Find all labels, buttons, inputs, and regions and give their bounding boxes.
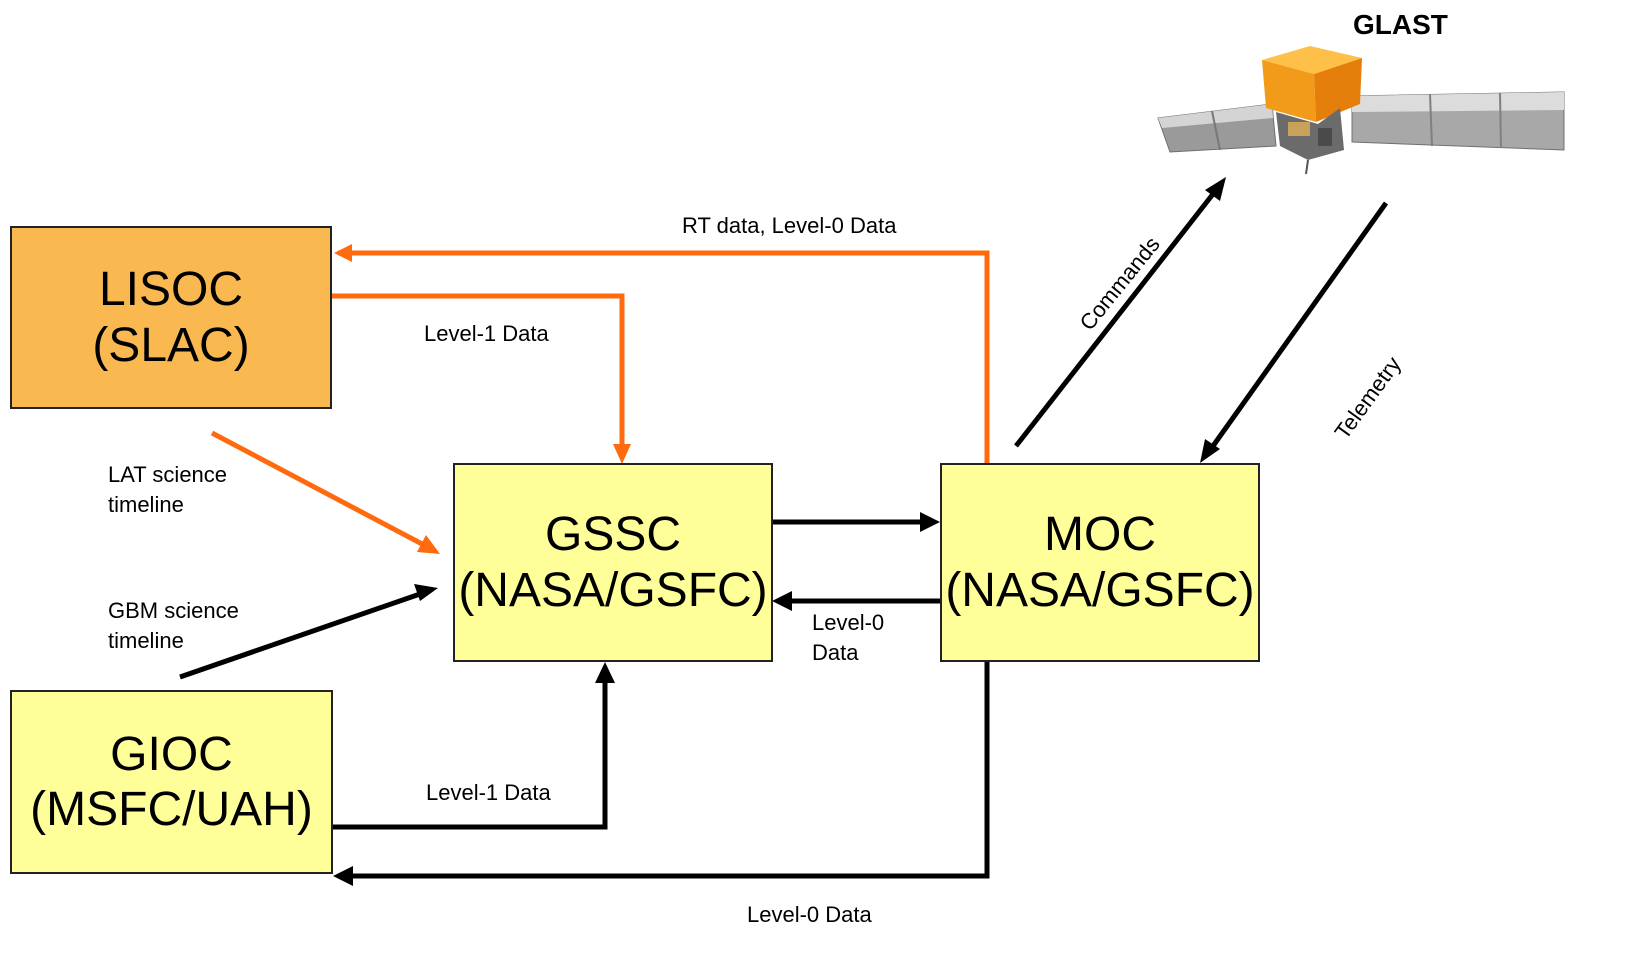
arrowhead-commands <box>1205 177 1226 201</box>
arrow-commands <box>1014 192 1215 448</box>
node-gioc: GIOC (MSFC/UAH) <box>10 690 333 874</box>
label-level0-moc-gioc: Level-0 Data <box>747 902 872 927</box>
arrowhead-lat-timeline <box>417 535 440 554</box>
label-rt-data: RT data, Level-0 Data <box>682 213 897 238</box>
node-moc-name: MOC <box>1044 508 1156 562</box>
node-gioc-name: GIOC <box>110 727 233 781</box>
node-gssc-org: (NASA/GSFC) <box>458 563 768 617</box>
label-gbm-timeline-line2: timeline <box>108 627 184 653</box>
arrow-gioc-to-gssc <box>332 680 608 830</box>
label-lat-timeline: LAT science timeline <box>108 460 227 519</box>
arrow-moc-to-lisoc <box>338 250 990 464</box>
arrowhead-gbm-timeline <box>414 584 438 601</box>
arrowhead-gioc-right <box>333 866 353 886</box>
node-gssc-name: GSSC <box>544 508 682 562</box>
node-gioc-org: (MSFC/UAH) <box>30 783 313 836</box>
arrowhead-gssc-right <box>772 591 792 611</box>
arrowhead-moc-left <box>920 512 940 532</box>
arrow-gbm-timeline <box>179 591 421 680</box>
arrow-lat-timeline <box>210 430 426 548</box>
arrowhead-gssc-bottom <box>595 662 615 683</box>
label-level0-moc-gssc-line1: Level-0 <box>812 610 885 635</box>
glast-satellite-illustration <box>1157 46 1565 175</box>
arrowhead-telemetry <box>1200 439 1220 463</box>
label-gbm-timeline-line1: GBM science <box>108 598 239 623</box>
label-level0-moc-gssc-line2: Data <box>812 639 859 665</box>
node-moc: MOC (NASA/GSFC) <box>940 463 1260 662</box>
node-lisoc-org: (SLAC) <box>92 318 250 372</box>
node-lisoc-name: LISOC <box>98 263 244 317</box>
arrowhead-gssc-top <box>613 444 631 464</box>
arrow-telemetry <box>1210 201 1389 448</box>
node-gssc: GSSC (NASA/GSFC) <box>453 463 773 662</box>
satellite-title: GLAST <box>1353 9 1448 40</box>
label-level1-lisoc: Level-1 Data <box>424 321 549 346</box>
label-level1-gioc: Level-1 Data <box>426 780 551 805</box>
node-moc-org: (NASA/GSFC) <box>945 563 1255 617</box>
label-gbm-timeline: GBM science timeline <box>108 596 239 655</box>
arrow-moc-to-gioc <box>352 661 990 879</box>
label-lat-timeline-line2: timeline <box>108 491 184 517</box>
node-lisoc: LISOC (SLAC) <box>10 226 332 409</box>
arrow-lisoc-to-gssc <box>332 293 625 448</box>
label-level0-moc-gssc: Level-0 Data <box>812 608 884 667</box>
arrowhead-lisoc-in <box>334 244 352 262</box>
label-lat-timeline-line1: LAT science <box>108 462 228 487</box>
